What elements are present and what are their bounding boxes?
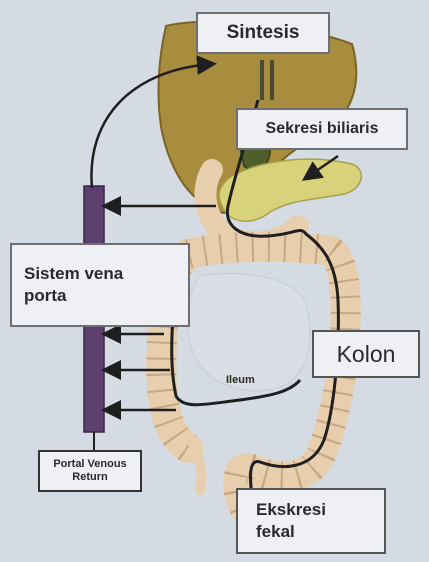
label-sistem-vena-porta: Sistem vena porta xyxy=(10,243,190,327)
label-ekskresi-fekal: Ekskresi fekal xyxy=(236,488,386,554)
label-ekskresi-line2: fekal xyxy=(256,521,326,543)
label-portal-venous-return: Portal Venous Return xyxy=(38,450,142,492)
label-ileum: Ileum xyxy=(226,374,255,386)
label-ekskresi-line1: Ekskresi xyxy=(256,499,326,521)
label-kolon: Kolon xyxy=(312,330,420,378)
label-portal-line1: Portal Venous xyxy=(53,458,126,471)
label-sistem-line1: Sistem vena xyxy=(24,263,123,285)
label-portal-line2: Return xyxy=(72,471,107,484)
appendix xyxy=(192,440,202,490)
label-sekresi-biliaris: Sekresi biliaris xyxy=(236,108,408,150)
label-sistem-line2: porta xyxy=(24,285,123,307)
label-sintesis: Sintesis xyxy=(196,12,330,54)
